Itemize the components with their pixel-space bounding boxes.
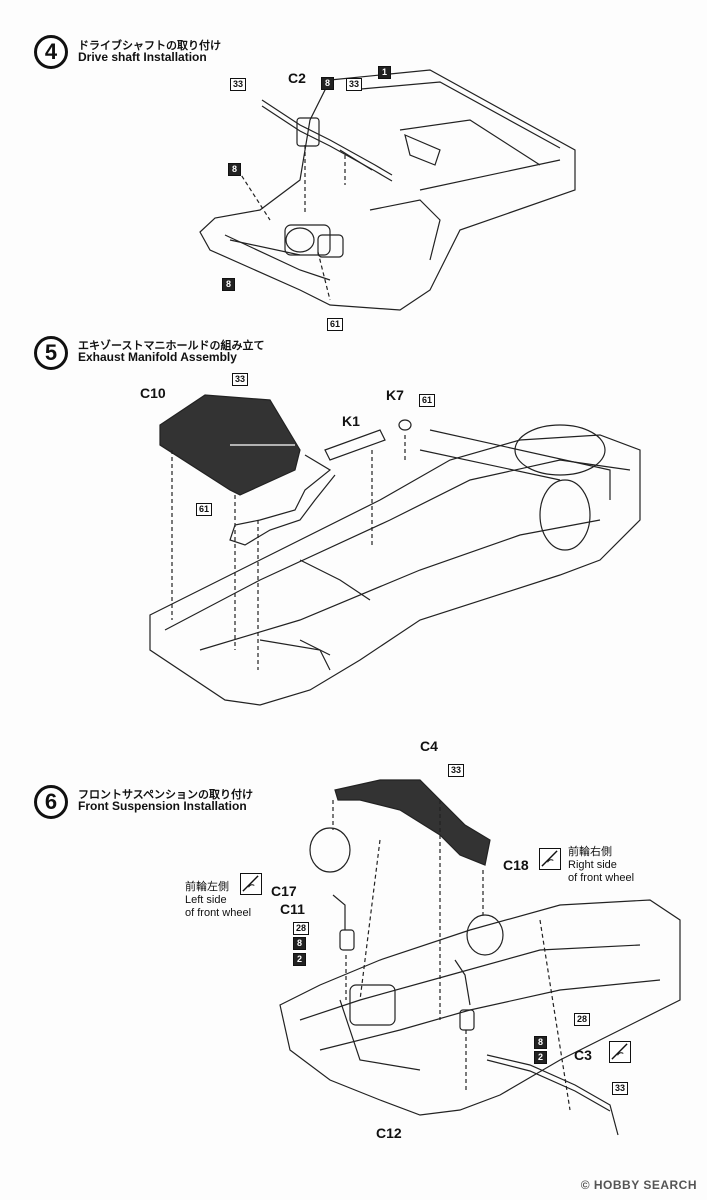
step-4-number: 4 xyxy=(34,35,68,69)
color-box-33: 33 xyxy=(612,1082,629,1095)
color-box-8: 8 xyxy=(228,163,241,176)
step5-chassis-drawing xyxy=(150,425,640,705)
color-box-33: 33 xyxy=(448,764,465,777)
drive-shaft-drawing xyxy=(262,100,392,181)
watermark-reg: © xyxy=(580,1178,591,1192)
masking-icon xyxy=(609,1041,631,1063)
part-label-c10: C10 xyxy=(140,385,166,401)
color-box-33: 33 xyxy=(346,78,363,91)
color-box-61: 61 xyxy=(327,318,344,331)
part-label-c17: C17 xyxy=(271,883,297,899)
color-box-8: 8 xyxy=(222,278,235,291)
color-box-8: 8 xyxy=(321,77,334,90)
part-label-c12: C12 xyxy=(376,1125,402,1141)
left-wheel-note-en-2: of front wheel xyxy=(185,907,252,919)
part-label-k7: K7 xyxy=(386,387,404,403)
step4-chassis-drawing xyxy=(200,70,575,310)
exhaust-manifold-drawing xyxy=(160,395,411,655)
masking-icon xyxy=(539,848,561,870)
suspension-parts-drawing xyxy=(310,828,618,1135)
color-box-2: 2 xyxy=(534,1051,547,1064)
part-label-c11: C11 xyxy=(280,901,305,917)
front-crossmember-drawing xyxy=(335,780,490,865)
color-box-28: 28 xyxy=(574,1013,591,1026)
part-label-c4: C4 xyxy=(420,738,438,754)
right-wheel-note-jp: 前輪右側 xyxy=(568,846,612,858)
step-6-title-jp: フロントサスペンションの取り付け xyxy=(78,789,254,801)
color-box-28: 28 xyxy=(293,922,310,935)
part-label-c2: C2 xyxy=(288,70,306,86)
part-label-c18: C18 xyxy=(503,857,529,873)
color-box-8: 8 xyxy=(293,937,306,950)
watermark-brand: HOBBY SEARCH xyxy=(593,1178,697,1192)
color-box-61: 61 xyxy=(419,394,436,407)
left-wheel-note-jp: 前輪左側 xyxy=(185,881,229,893)
right-wheel-note-en-2: of front wheel xyxy=(568,872,635,884)
color-box-61: 61 xyxy=(196,503,213,516)
step-5-title-en: Exhaust Manifold Assembly xyxy=(78,350,237,364)
step-4-title-en: Drive shaft Installation xyxy=(78,50,207,64)
color-box-1: 1 xyxy=(378,66,391,79)
color-box-33: 33 xyxy=(230,78,247,91)
part-label-k1: K1 xyxy=(342,413,360,429)
color-box-2: 2 xyxy=(293,953,306,966)
color-box-33: 33 xyxy=(232,373,249,386)
part-label-c3: C3 xyxy=(574,1047,592,1063)
watermark: © HOBBY SEARCH xyxy=(581,1178,697,1192)
step-5-title-jp: エキゾーストマニホールドの組み立て xyxy=(78,340,265,352)
step-6-number: 6 xyxy=(34,785,68,819)
right-wheel-note-en-1: Right side xyxy=(568,859,617,871)
color-box-8: 8 xyxy=(534,1036,547,1049)
left-wheel-note-en-1: Left side xyxy=(185,894,227,906)
step-5-number: 5 xyxy=(34,336,68,370)
masking-icon xyxy=(240,873,262,895)
step-6-title-en: Front Suspension Installation xyxy=(78,799,247,813)
step-4-title-jp: ドライブシャフトの取り付け xyxy=(78,40,221,52)
